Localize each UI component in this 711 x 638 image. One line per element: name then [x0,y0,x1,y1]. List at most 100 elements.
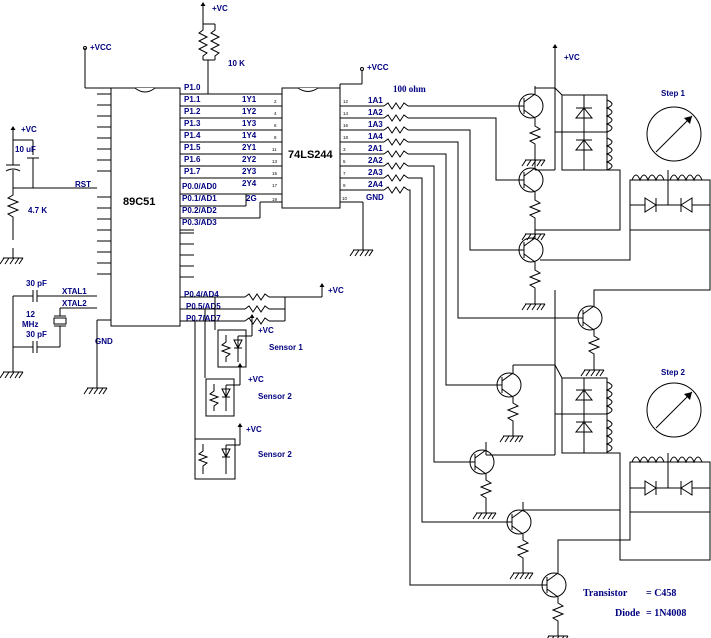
buf-2y2: 2Y2 [242,155,257,164]
buf-1a4: 1A4 [368,132,383,141]
pin-p0-5: P0.5/AD5 [186,302,221,311]
buf-2a1: 2A1 [368,144,383,153]
buf-2y4: 2Y4 [242,179,257,188]
buf-1y3: 1Y3 [242,119,257,128]
note-diode-value: = 1N4008 [646,608,686,619]
xtal-cap1-value: 30 pF [26,279,47,288]
buf-num-l2: 6 [274,123,277,128]
reset-res-value: 4.7 K [28,206,47,215]
transistor-q3 [517,230,544,294]
transistor-q5 [495,365,522,426]
pin-xtal2: XTAL2 [62,299,87,308]
pin-p0-4: P0.4/AD4 [184,290,219,299]
step2-motor: Step 2 [646,368,702,438]
buf-2a3: 2A3 [368,168,383,177]
reset-cap-value: 10 uF [15,145,36,154]
sensor3-label: Sensor 2 [258,450,292,459]
buf-2g: 2G [246,194,257,203]
motor1-driver [534,58,621,231]
note-transistor-label: Transistor [583,588,628,599]
buffer-74ls244: 74LS244 1Y1 1Y2 1Y3 1Y4 2Y1 2Y2 2Y3 2Y4 … [242,87,384,240]
vc-label-reset: +VC [21,125,37,134]
pin-p0-1: P0.1/AD1 [182,194,217,203]
crystal-circuit [12,290,98,378]
vcc-label-buffer: +VCC [367,63,389,72]
buf-num-l6: 15 [272,171,278,176]
base-resistor-array [383,102,409,194]
sensor-3 [194,437,241,480]
pin-rst: RST [75,180,91,189]
pin-gnd: GND [95,337,113,346]
buffer-label: 74LS244 [288,149,334,161]
pin-xtal1: XTAL1 [62,287,87,296]
motor2-coil-pair [557,453,711,565]
base-routes [408,105,576,586]
motor2-driver [485,290,621,511]
base-resistor-value: 100 ohm [393,84,426,94]
pullup-value: 10 K [228,59,245,68]
buf-1y2: 1Y2 [242,107,257,116]
sensor1-label: Sensor 1 [269,343,303,352]
xtal-cap2-value: 30 pF [26,330,47,339]
pullup-resistor [197,16,221,94]
note-diode-label: Diode [615,608,641,619]
vc-label-sensor1: +VC [258,326,274,335]
pin-p0-3: P0.3/AD3 [182,218,217,227]
sensor-1 [217,328,253,368]
pin-p1-4: P1.4 [184,131,201,140]
pin-p0-2: P0.2/AD2 [182,206,217,215]
buf-num-l3: 8 [274,135,277,140]
vc-label-sensor3: +VC [246,425,262,434]
transistor-q7 [505,502,532,563]
motor1-coil-pair [540,170,711,296]
mcu-vcc: +VCC [83,43,112,89]
buf-2y3: 2Y3 [242,167,257,176]
pin-p1-1: P1.1 [184,95,201,104]
buf-1y4: 1Y4 [242,131,257,140]
buf-num-l5: 13 [272,159,278,164]
transistor-q1 [517,86,544,150]
pin-p1-7: P1.7 [184,167,201,176]
buffer-vcc: +VCC [339,63,389,94]
buf-1a3: 1A3 [368,120,383,129]
mcu-89c51: 89C51 RST XTAL1 XTAL2 GND P1.0 P1.1 P1.2… [62,83,221,346]
pin-p1-5: P1.5 [184,143,201,152]
buf-1a2: 1A2 [368,108,383,117]
buf-num-r8: 10 [342,196,348,201]
mcu-label: 89C51 [123,196,155,208]
buf-gnd: GND [366,193,384,202]
buf-2a2: 2A2 [368,156,383,165]
crystal-value-line2: MHz [22,320,38,329]
buf-2y1: 2Y1 [242,143,257,152]
buf-2a4: 2A4 [368,180,383,189]
pin-p1-2: P1.2 [184,107,201,116]
crystal-value-line1: 12 [26,310,35,319]
transistor-q6 [468,442,495,503]
vc-label-motor1: +VC [564,53,580,62]
transistor-q4 [576,296,603,360]
buf-num-r0: 12 [343,99,349,104]
step1-label: Step 1 [661,89,686,98]
buf-num-r3: 18 [343,135,349,140]
buf-num-r4: 3 [343,147,346,152]
transistors [468,86,603,626]
component-notes: Transistor = C458 Diode = 1N4008 [583,588,686,619]
buf-num-r5: 5 [343,159,346,164]
pin-p1-0: P1.0 [184,83,201,92]
reset-circuit [5,139,97,240]
step1-motor: Step 1 [646,89,702,162]
step2-label: Step 2 [661,368,686,377]
buf-1a1: 1A1 [368,96,383,105]
vc-label-sensor2: +VC [248,375,264,384]
buf-1y1: 1Y1 [242,95,257,104]
buf-num-l7: 17 [272,183,278,188]
buf-num-r2: 16 [343,123,349,128]
sensor2-label: Sensor 2 [258,392,292,401]
pin-p0-0: P0.0/AD0 [182,182,217,191]
buf-num-r6: 7 [343,171,346,176]
pin-p1-3: P1.3 [184,119,201,128]
buf-num-r1: 14 [343,111,349,116]
sensor-pullups [180,293,322,440]
